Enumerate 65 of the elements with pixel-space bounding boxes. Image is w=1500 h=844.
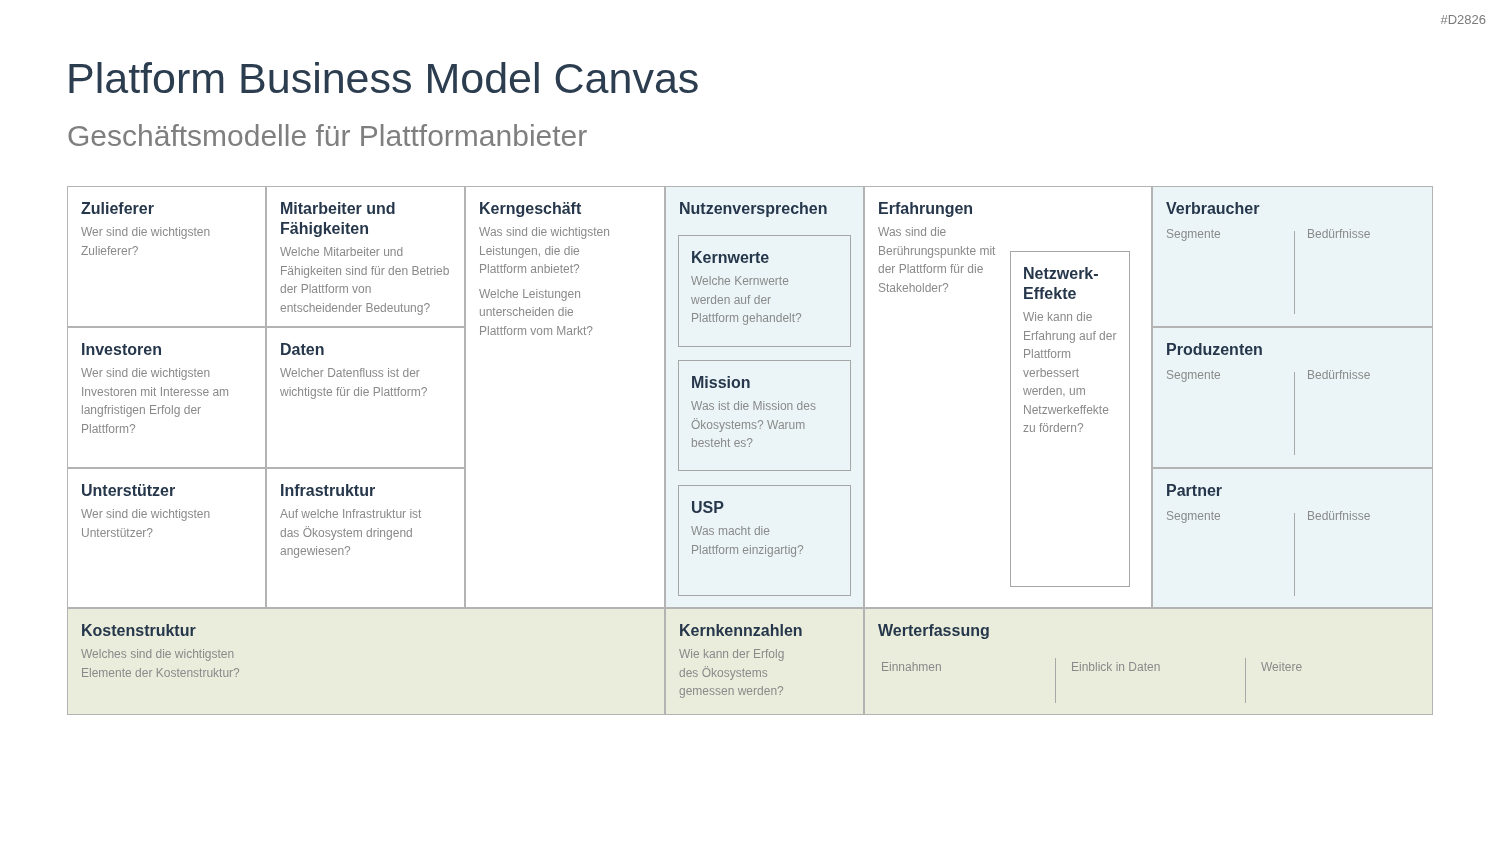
column-label: Segmente <box>1166 367 1221 384</box>
canvas-cell <box>864 186 1152 608</box>
canvas-cell <box>465 186 665 608</box>
question-text: Was sind die wichtigsten Leistungen, die die Plattform anbietet? <box>479 224 611 278</box>
section-heading: Daten <box>280 340 325 360</box>
question-text: Wer sind die wichtigsten Investoren mit Interesse am langfristigen Erfolg der Plattform? <box>81 365 231 438</box>
inner-box <box>678 360 851 471</box>
canvas-cell <box>1152 327 1433 468</box>
canvas-cell <box>1152 186 1433 327</box>
column-label: Einblick in Daten <box>1071 659 1161 676</box>
canvas-cell <box>266 186 465 327</box>
canvas-cell <box>67 186 266 327</box>
question-text: Was macht die Plattform einzigartig? <box>691 523 805 559</box>
section-heading: Partner <box>1166 481 1223 501</box>
slide-code: #D2826 <box>1440 11 1486 29</box>
section-heading: Kerngeschäft <box>479 199 582 219</box>
question-text: Welche Kernwerte werden auf der Plattform gehandelt? <box>691 273 803 327</box>
canvas-cell <box>67 327 266 468</box>
question-text: Welche Leistungen unterscheiden die Plattform vom Markt? <box>479 285 595 340</box>
column-label: Weitere <box>1261 659 1303 676</box>
section-heading: Kostenstruktur <box>81 621 196 641</box>
section-heading: Verbraucher <box>1166 199 1260 219</box>
question-text: Wer sind die wichtigsten Unterstützer? <box>81 506 212 542</box>
inner-box <box>1010 251 1130 587</box>
section-heading: Infrastruktur <box>280 481 376 501</box>
section-heading: Mitarbeiter und Fähigkeiten <box>280 199 397 239</box>
section-heading: Produzenten <box>1166 340 1263 360</box>
canvas-cell <box>67 468 266 608</box>
column-label: Segmente <box>1166 508 1221 525</box>
column-label: Bedürfnisse <box>1307 367 1371 384</box>
section-heading: Kernwerte <box>691 248 770 268</box>
question-text: Welcher Datenfluss ist der wichtigste für die Plattform? <box>280 365 429 401</box>
question-text: Wie kann der Erfolg des Ökosystems gemessen werden? <box>679 646 786 700</box>
canvas-cell <box>1152 468 1433 608</box>
section-heading: Kernkennzahlen <box>679 621 803 641</box>
section-heading: Investoren <box>81 340 162 360</box>
section-heading: Unterstützer <box>81 481 176 501</box>
inner-box <box>678 235 851 347</box>
section-heading: USP <box>691 498 724 518</box>
column-label: Segmente <box>1166 226 1221 243</box>
canvas-cell <box>665 186 864 608</box>
inner-box <box>678 485 851 596</box>
question-text: Auf welche Infrastruktur ist das Ökosystem dringend angewiesen? <box>280 506 423 560</box>
question-text: Welches sind die wichtigsten Elemente der Kostenstruktur? <box>81 646 241 682</box>
canvas-cell <box>266 468 465 608</box>
section-heading: Mission <box>691 373 751 393</box>
question-text: Welche Mitarbeiter und Fähigkeiten sind für den Betrieb der Plattform von entscheidender Bedeutung? <box>280 244 451 317</box>
section-heading: Werterfassung <box>878 621 990 641</box>
canvas-cell <box>266 327 465 468</box>
section-heading: Zulieferer <box>81 199 154 219</box>
page-title: Platform Business Model Canvas <box>66 53 700 104</box>
section-heading: Netzwerk-Effekte <box>1023 264 1100 304</box>
page-subtitle: Geschäftsmodelle für Plattformanbieter <box>67 118 588 154</box>
column-label: Einnahmen <box>881 659 942 676</box>
canvas-cell <box>864 608 1433 715</box>
section-heading: Nutzenversprechen <box>679 199 828 219</box>
section-heading: Erfahrungen <box>878 199 974 219</box>
column-label: Bedürfnisse <box>1307 508 1371 525</box>
canvas-cell <box>665 608 864 715</box>
canvas-cell <box>67 608 665 715</box>
question-text: Was ist die Mission des Ökosystems? Warum besteht es? <box>691 398 817 452</box>
column-label: Bedürfnisse <box>1307 226 1371 243</box>
question-text: Wie kann die Erfahrung auf der Plattform verbessert werden, um Netzwerkeffekte zu fördern? <box>1023 309 1117 437</box>
question-text: Was sind die Berührungspunkte mit der Plattform für die Stakeholder? <box>878 224 997 297</box>
question-text: Wer sind die wichtigsten Zulieferer? <box>81 224 212 260</box>
